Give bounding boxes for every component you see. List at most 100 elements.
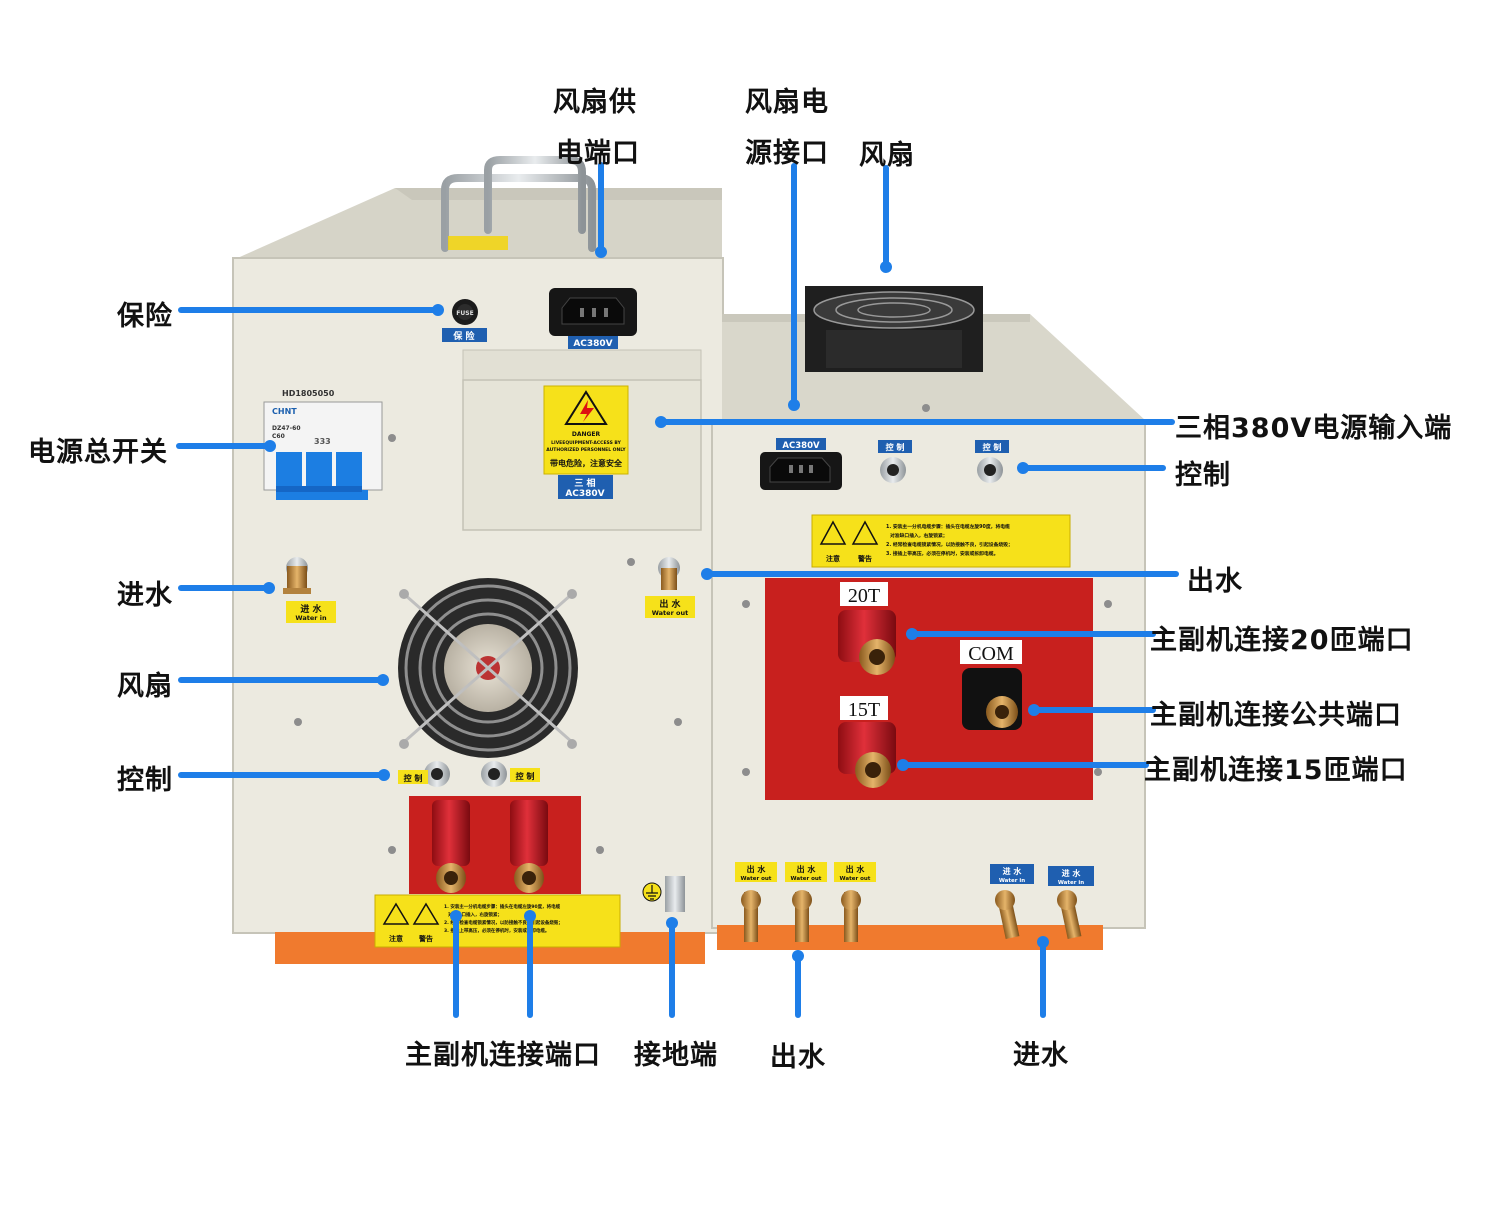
left-socket-tag: AC380V	[573, 339, 612, 349]
warn-danger: DANGER	[572, 431, 601, 438]
water-in-cn-r1: 进 水	[1003, 866, 1023, 876]
fan-supply-socket[interactable]: AC380V	[549, 288, 637, 349]
water-in-en-r2: Water in	[1058, 880, 1084, 886]
bottom-water-fittings[interactable]	[741, 890, 1082, 942]
pointer-control-right	[1017, 462, 1166, 474]
water-out-tags: 出 水 Water out 出 水 Water out 出 水 Water ou…	[735, 862, 876, 882]
pointer-water-out-bottom	[792, 950, 804, 1018]
pointer-link-port-2	[524, 910, 536, 1018]
pointer-ground	[666, 917, 678, 1018]
right-notice-sticker: 注意 警告 1. 安装主一分机电缆步骤：插头在电缆左旋90度，将电缆 对准缺口插…	[811, 514, 1071, 568]
callout-water-in-left: 进水	[117, 580, 173, 611]
auxiliary-unit: AC380V 控 制 控 制 注意 警告 1. 安装主一分机电缆步骤：插头在电缆…	[711, 286, 1146, 950]
pointer-15t	[897, 759, 1149, 771]
breaker-model: DZ47-60	[272, 425, 301, 432]
tap-15t-terminal[interactable]	[838, 722, 896, 788]
pointer-top-fan	[880, 165, 892, 273]
warn-cn: 带电危险，注意安全	[550, 458, 623, 468]
control-tag-right-2: 控 制	[983, 442, 1002, 452]
water-in-cn-r2: 进 水	[1062, 868, 1082, 878]
callout-port-com: 主副机连接公共端口	[1150, 700, 1402, 731]
notice-right-l3: 2. 经常检查电缆锁紧情况，以防接触不良，引起设备烧毁；	[886, 541, 1013, 548]
notice-left-l2: 对准缺口插入，右旋锁紧；	[448, 911, 502, 918]
left-control-connectors[interactable]: 控 制 控 制	[398, 761, 540, 787]
control-tag-left-2: 控 制	[516, 771, 535, 781]
water-in-en-r1: Water in	[999, 878, 1025, 884]
fuse-tag: 保 险	[452, 330, 475, 342]
pointer-fuse	[178, 304, 444, 316]
breaker-rating: C60	[272, 433, 285, 440]
notice-left-l1: 1. 安装主一分机电缆步骤：插头在电缆左旋90度，将电缆	[444, 903, 561, 910]
pointer-lines	[176, 162, 1179, 1018]
notice-right-l4: 3. 接插上带高压，必须在停机时，安装或拆卸电缆。	[886, 550, 998, 557]
left-fan	[398, 578, 578, 758]
tap-15t-label: 15T	[848, 699, 880, 721]
notice-right-a: 注意	[826, 554, 840, 563]
control-tag-left-1: 控 制	[404, 773, 423, 783]
tap-com-terminal[interactable]	[962, 668, 1022, 730]
pointer-com	[1028, 704, 1156, 716]
callout-ground: 接地端	[634, 1040, 718, 1071]
carry-handle	[441, 156, 596, 252]
breaker-serial: HD1805050	[282, 389, 335, 398]
pointer-water-in-left	[178, 582, 275, 594]
three-phase-input-socket[interactable]: AC380V	[760, 438, 842, 490]
three-phase-tag-2: AC380V	[565, 489, 604, 499]
callout-fuse: 保险	[117, 301, 173, 332]
right-control-connectors[interactable]: 控 制 控 制	[878, 440, 1009, 483]
top-fan	[805, 286, 983, 372]
water-out-cn-2: 出 水	[797, 864, 817, 874]
callout-three-phase-input: 三相380V电源输入端	[1175, 413, 1453, 444]
water-out-cn-left: 出 水	[659, 598, 681, 610]
three-phase-input-cover: DANGER LIVEEQUIPMENT-ACCESS BY AUTHORIZE…	[462, 349, 702, 531]
callout-control-right: 控制	[1175, 460, 1231, 491]
callout-control-left: 控制	[117, 765, 173, 796]
callout-fan-supply-port-line1: 风扇供	[553, 87, 637, 118]
notice-left-l3: 2. 经常检查电缆锁紧情况，以防接触不良，引起设备烧毁；	[444, 919, 563, 926]
callout-water-in-bottom: 进水	[1013, 1040, 1069, 1071]
pointer-water-out-mid	[701, 568, 1179, 580]
breaker-brand: CHNT	[272, 407, 297, 416]
water-in-en-left: Water in	[295, 614, 327, 622]
water-out-cn-3: 出 水	[846, 864, 866, 874]
callout-port-20t: 主副机连接20匝端口	[1150, 625, 1414, 656]
pointer-control-left	[178, 769, 390, 781]
tap-com-label: COM	[968, 643, 1014, 665]
notice-right-b: 警告	[858, 554, 872, 563]
notice-left-l4: 3. 接插上带高压，必须在停机时，安装或拆卸电缆。	[444, 927, 549, 934]
callout-main-switch: 电源总开关	[28, 437, 168, 468]
three-phase-tag-1: 三 相	[574, 477, 595, 489]
water-out-cn-1: 出 水	[747, 864, 767, 874]
pointer-fan-power	[788, 163, 800, 411]
pointer-link-port-1	[450, 910, 462, 1018]
fuse-cap-text: FUSE	[456, 310, 473, 317]
callout-water-out-bottom: 出水	[770, 1042, 826, 1073]
warn-line2: AUTHORIZED PERSONNEL ONLY	[546, 447, 626, 453]
warn-line1: LIVEEQUIPMENT-ACCESS BY	[551, 440, 621, 446]
breaker-numbers: 333	[314, 437, 331, 446]
tap-20t-terminal[interactable]	[838, 610, 896, 675]
pointer-water-in-bottom	[1037, 936, 1049, 1018]
water-out-en-1: Water out	[741, 876, 772, 882]
ground-terminal[interactable]	[642, 876, 685, 912]
callout-port-15t: 主副机连接15匝端口	[1144, 755, 1408, 786]
callout-fan-top: 风扇	[859, 140, 915, 171]
callout-fan-power-port-line2: 源接口	[745, 138, 829, 169]
left-water-out-fitting[interactable]: 出 水 Water out	[645, 557, 695, 618]
pointer-three-phase	[655, 416, 1175, 428]
left-water-in-fitting[interactable]: 进 水 Water in	[283, 557, 336, 623]
link-port-block[interactable]	[409, 796, 581, 894]
callout-fan-left: 风扇	[117, 671, 173, 702]
callout-link-ports: 主副机连接端口	[405, 1040, 601, 1071]
main-breaker[interactable]: HD1805050 CHNT DZ47-60 C60 333	[263, 389, 383, 500]
tap-20t-label: 20T	[848, 585, 880, 607]
pointer-fan-supply	[595, 162, 607, 258]
pointer-main-switch	[176, 440, 276, 452]
main-unit: FUSE 保 险 AC380V HD1805050 CHNT DZ47-60 C…	[232, 156, 724, 964]
left-notice-sticker: 注意 警告 1. 安装主一分机电缆步骤：插头在电缆左旋90度，将电缆 对准缺口插…	[374, 894, 621, 948]
control-tag-right-1: 控 制	[886, 442, 905, 452]
callout-water-out-mid: 出水	[1187, 566, 1243, 597]
water-in-tags: 进 水 Water in 进 水 Water in	[990, 864, 1094, 886]
fuse-holder[interactable]: FUSE 保 险	[442, 299, 487, 342]
